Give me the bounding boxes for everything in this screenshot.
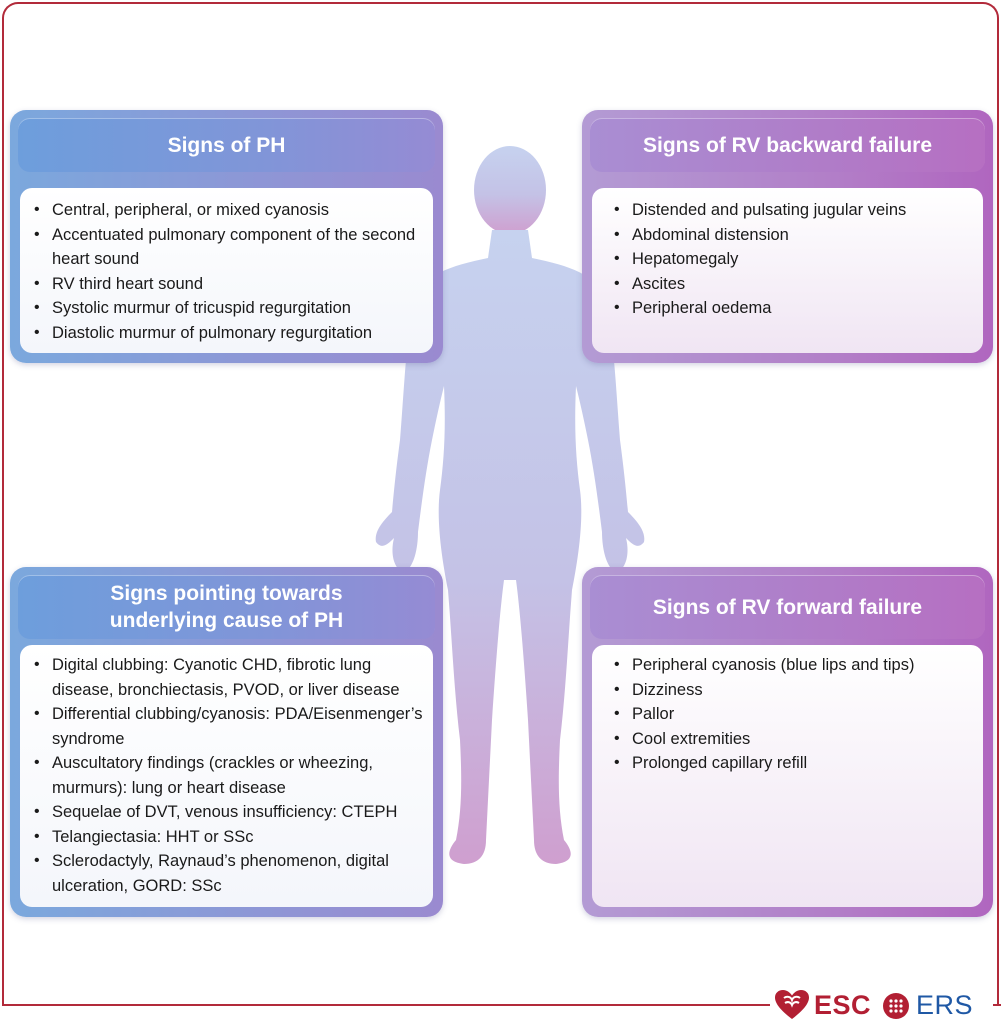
list-item: Systolic murmur of tricuspid regurgitati… bbox=[32, 296, 423, 321]
panel-body-rv-forward-failure: Peripheral cyanosis (blue lips and tips)… bbox=[592, 645, 983, 907]
signs-of-ph-list: Central, peripheral, or mixed cyanosis A… bbox=[32, 198, 423, 345]
list-item: Digital clubbing: Cyanotic CHD, fibrotic… bbox=[32, 653, 423, 702]
body-torso-limbs bbox=[375, 230, 645, 864]
esc-logo-text: ESC bbox=[814, 990, 872, 1020]
list-item: Dizziness bbox=[612, 678, 973, 703]
esc-ers-logo: ESC ERS bbox=[772, 988, 994, 1022]
panel-title-text: Signs of RV backward failure bbox=[642, 133, 933, 157]
panel-title-text: Signs of RV forward failure bbox=[652, 595, 923, 619]
panel-body-signs-of-ph: Central, peripheral, or mixed cyanosis A… bbox=[20, 188, 433, 353]
esc-heart-icon bbox=[775, 990, 809, 1019]
list-item: Cool extremities bbox=[612, 727, 973, 752]
list-item: Peripheral oedema bbox=[612, 296, 973, 321]
list-item: Sequelae of DVT, venous insufficiency: C… bbox=[32, 800, 423, 825]
panel-body-underlying-cause: Digital clubbing: Cyanotic CHD, fibrotic… bbox=[20, 645, 433, 907]
body-head bbox=[474, 146, 546, 234]
rv-forward-failure-list: Peripheral cyanosis (blue lips and tips)… bbox=[612, 653, 973, 776]
list-item: Diastolic murmur of pulmonary regurgitat… bbox=[32, 321, 423, 346]
frame-bottom-line bbox=[2, 1004, 770, 1006]
rv-backward-failure-list: Distended and pulsating jugular veins Ab… bbox=[612, 198, 973, 321]
panel-title-text: Signs of PH bbox=[167, 133, 286, 157]
panel-title-text: Signs pointing towards underlying cause … bbox=[109, 582, 344, 632]
list-item: Abdominal distension bbox=[612, 223, 973, 248]
ers-logo-text: ERS bbox=[916, 990, 974, 1020]
ers-globe-icon bbox=[883, 993, 909, 1019]
outer-frame bbox=[2, 2, 999, 1006]
list-item: Accentuated pulmonary component of the s… bbox=[32, 223, 423, 272]
list-item: Pallor bbox=[612, 702, 973, 727]
list-item: Differential clubbing/cyanosis: PDA/Eise… bbox=[32, 702, 423, 751]
panel-title-rv-backward-failure: Signs of RV backward failure bbox=[590, 118, 985, 172]
underlying-cause-list: Digital clubbing: Cyanotic CHD, fibrotic… bbox=[32, 653, 423, 898]
list-item: Telangiectasia: HHT or SSc bbox=[32, 825, 423, 850]
panel-rv-backward-failure: Signs of RV backward failure Distended a… bbox=[582, 110, 993, 363]
human-body-silhouette bbox=[375, 146, 645, 864]
panel-signs-of-ph: Signs of PH Central, peripheral, or mixe… bbox=[10, 110, 443, 363]
panel-title-rv-forward-failure: Signs of RV forward failure bbox=[590, 575, 985, 639]
panel-title-underlying-cause: Signs pointing towards underlying cause … bbox=[18, 575, 435, 639]
list-item: Sclerodactyly, Raynaud’s phenomenon, dig… bbox=[32, 849, 423, 898]
panel-underlying-cause: Signs pointing towards underlying cause … bbox=[10, 567, 443, 917]
list-item: Central, peripheral, or mixed cyanosis bbox=[32, 198, 423, 223]
list-item: Prolonged capillary refill bbox=[612, 751, 973, 776]
list-item: Auscultatory findings (crackles or wheez… bbox=[32, 751, 423, 800]
panel-body-rv-backward-failure: Distended and pulsating jugular veins Ab… bbox=[592, 188, 983, 353]
panel-rv-forward-failure: Signs of RV forward failure Peripheral c… bbox=[582, 567, 993, 917]
list-item: RV third heart sound bbox=[32, 272, 423, 297]
list-item: Peripheral cyanosis (blue lips and tips) bbox=[612, 653, 973, 678]
panel-title-signs-of-ph: Signs of PH bbox=[18, 118, 435, 172]
frame-bottom-line-end bbox=[993, 1004, 1001, 1006]
list-item: Hepatomegaly bbox=[612, 247, 973, 272]
list-item: Distended and pulsating jugular veins bbox=[612, 198, 973, 223]
list-item: Ascites bbox=[612, 272, 973, 297]
